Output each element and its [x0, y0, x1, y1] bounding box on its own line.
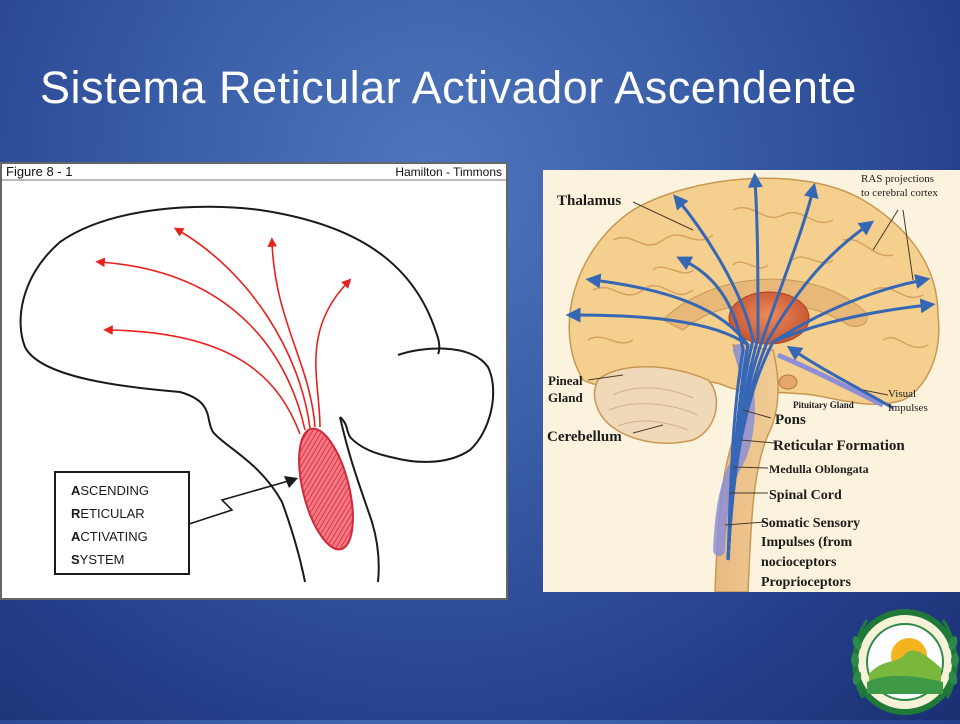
brainstem-outline: [339, 416, 380, 583]
activation-arrows: [95, 227, 352, 435]
anatomy-labels: Thalamus RAS projections to cerebral cor…: [547, 173, 938, 590]
brain-anatomy-svg: Thalamus RAS projections to cerebral cor…: [547, 172, 940, 593]
label-pituitary: Pituitary Gland: [793, 400, 854, 410]
label-visual-2: Impulses: [888, 402, 928, 414]
label-somatic-4: Proprioceptors: [761, 575, 851, 590]
arrow-frontal-high: [95, 257, 306, 431]
svg-text:ACTIVATING: ACTIVATING: [71, 529, 148, 544]
institution-logo: [843, 598, 960, 720]
label-medulla: Medulla Oblongata: [769, 462, 869, 476]
pituitary-gland: [778, 374, 798, 390]
label-pineal-2: Gland: [548, 390, 583, 405]
svg-text:ASCENDING: ASCENDING: [71, 483, 149, 498]
arrow-vertex: [267, 237, 316, 428]
brain-outline: [19, 205, 441, 583]
label-reticular-formation: Reticular Formation: [773, 438, 905, 454]
label-pineal-1: Pineal: [548, 373, 583, 388]
label-thalamus: Thalamus: [557, 193, 621, 209]
ras-region: [298, 427, 354, 551]
ras-projection-arrows: [565, 172, 936, 561]
arrow-frontal-low: [103, 325, 301, 435]
label-somatic-2: Impulses (from: [761, 535, 852, 550]
label-pons: Pons: [775, 412, 806, 428]
label-somatic-1: Somatic Sensory: [761, 516, 860, 531]
ras-label-text: ASCENDING RETICULAR ACTIVATING SYSTEM: [71, 483, 149, 567]
pointer-arrowhead: [284, 476, 298, 488]
arrow-upper-front: [173, 227, 311, 429]
label-somatic-3: nocioceptors: [761, 555, 837, 570]
label-leader-lines: [587, 201, 914, 526]
svg-text:SYSTEM: SYSTEM: [71, 552, 124, 567]
ras-label-box: [54, 471, 190, 575]
pointer-line: [188, 479, 293, 525]
svg-text:RETICULAR: RETICULAR: [71, 506, 145, 521]
brain-anatomy-diagram: Thalamus RAS projections to cerebral cor…: [543, 170, 960, 593]
label-spinal-cord: Spinal Cord: [769, 488, 842, 503]
figure-label: Figure 8 - 1: [6, 164, 72, 179]
label-cerebellum: Cerebellum: [547, 429, 622, 445]
label-visual-1: Visual: [888, 388, 916, 400]
ras-schematic-diagram: Figure 8 - 1 Hamilton - Timmons ASCENDIN…: [0, 162, 508, 600]
label-ras-projections-1: RAS projections: [861, 173, 934, 185]
laurel-seal-icon: [850, 609, 960, 715]
arrow-parietal: [315, 278, 352, 428]
figure-credit: Hamilton - Timmons: [395, 165, 502, 179]
slide-title: Sistema Reticular Activador Ascendente: [40, 62, 857, 113]
ras-schematic-svg: Figure 8 - 1 Hamilton - Timmons ASCENDIN…: [0, 162, 508, 600]
cerebellum-folia: [608, 387, 699, 431]
cerebellum-outline: [339, 347, 495, 463]
label-ras-projections-2: to cerebral cortex: [861, 187, 938, 199]
